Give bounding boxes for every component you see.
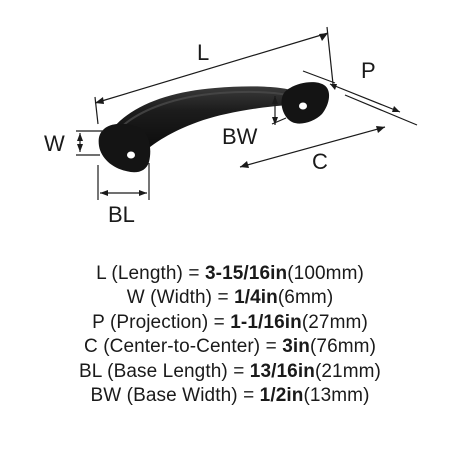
handle-right-base [281, 82, 330, 124]
spec-line-bl: BL (Base Length) = 13/16in(21mm) [79, 360, 381, 384]
arrow-W-bottom [77, 144, 83, 152]
specification-list: L (Length) = 3-15/16in(100mm)W (Width) =… [0, 262, 460, 408]
dim-label-BW: BW [222, 124, 258, 149]
spec-name: (Projection) [109, 311, 209, 333]
spec-imperial: 3in [282, 336, 310, 358]
right-screw-hole [299, 102, 307, 110]
arrow-BL-right [139, 190, 147, 196]
spec-line-l: L (Length) = 3-15/16in(100mm) [96, 262, 364, 286]
spec-metric: (21mm) [314, 360, 381, 382]
dim-P-line [329, 83, 401, 113]
arrow-P-right [392, 106, 400, 112]
spec-imperial: 1-1/16in [230, 311, 302, 333]
dim-L-ext-left [94, 96, 99, 125]
spec-name: (Base Width) [126, 385, 238, 407]
arrow-W-top [77, 133, 83, 141]
handle-bar [108, 86, 318, 156]
dimension-arrowheads [77, 33, 400, 196]
dim-P-ext-bottom [344, 94, 418, 126]
spec-metric: (27mm) [301, 311, 368, 333]
spec-metric: (76mm) [309, 336, 377, 358]
spec-metric: (6mm) [277, 287, 334, 309]
spec-abbr: BW [90, 385, 122, 407]
handle-left-base [98, 123, 151, 173]
arrow-L-left [95, 97, 104, 104]
cabinet-pull-handle [98, 82, 330, 173]
left-screw-hole [127, 151, 135, 159]
spec-line-p: P (Projection) = 1-1/16in(27mm) [92, 311, 368, 335]
spec-equals: = [233, 360, 245, 382]
spec-name: (Width) [150, 287, 213, 309]
dim-L-ext-right [326, 26, 334, 85]
dim-P-ext-top [302, 70, 336, 84]
arrow-BL-left [100, 190, 108, 196]
arrow-BW-top [272, 96, 278, 104]
spec-imperial: 13/16in [249, 360, 315, 382]
dim-label-P: P [361, 58, 376, 83]
spec-abbr: BL [79, 360, 102, 382]
spec-abbr: C [83, 336, 98, 358]
spec-name: (Base Length) [107, 360, 228, 382]
arrow-C-left [240, 161, 249, 168]
spec-imperial: 1/4in [234, 287, 278, 309]
spec-name: (Length) [111, 263, 183, 284]
dim-label-BL: BL [108, 202, 135, 227]
spec-name: (Center-to-Center) [103, 336, 261, 358]
spec-metric: (100mm) [287, 263, 364, 284]
dim-label-C: C [312, 149, 328, 174]
spec-imperial: 3-15/16in [204, 263, 288, 284]
spec-equals: = [217, 287, 229, 309]
arrow-P-left [330, 84, 337, 90]
dim-L-line [94, 32, 329, 104]
spec-equals: = [265, 336, 277, 358]
spec-equals: = [243, 385, 255, 407]
spec-imperial: 1/2in [259, 385, 304, 407]
spec-equals: = [188, 263, 200, 284]
dim-label-W: W [44, 131, 65, 156]
spec-abbr: L [96, 263, 107, 284]
arrow-BW-bottom [272, 117, 278, 125]
dim-C-line [239, 126, 386, 168]
handle-dimension-diagram: L W P BW C BL [44, 26, 418, 227]
spec-abbr: P [92, 311, 105, 333]
spec-line-w: W (Width) = 1/4in(6mm) [127, 286, 334, 310]
arrow-C-right [376, 126, 385, 133]
spec-equals: = [213, 311, 225, 333]
spec-abbr: W [126, 287, 145, 309]
spec-line-c: C (Center-to-Center) = 3in(76mm) [84, 335, 376, 359]
dim-label-L: L [197, 40, 209, 65]
handle-highlight [117, 91, 293, 131]
arrow-L-right [319, 33, 328, 41]
spec-line-bw: BW (Base Width) = 1/2in(13mm) [90, 384, 369, 408]
spec-metric: (13mm) [303, 385, 370, 407]
dimension-lines [76, 26, 418, 200]
